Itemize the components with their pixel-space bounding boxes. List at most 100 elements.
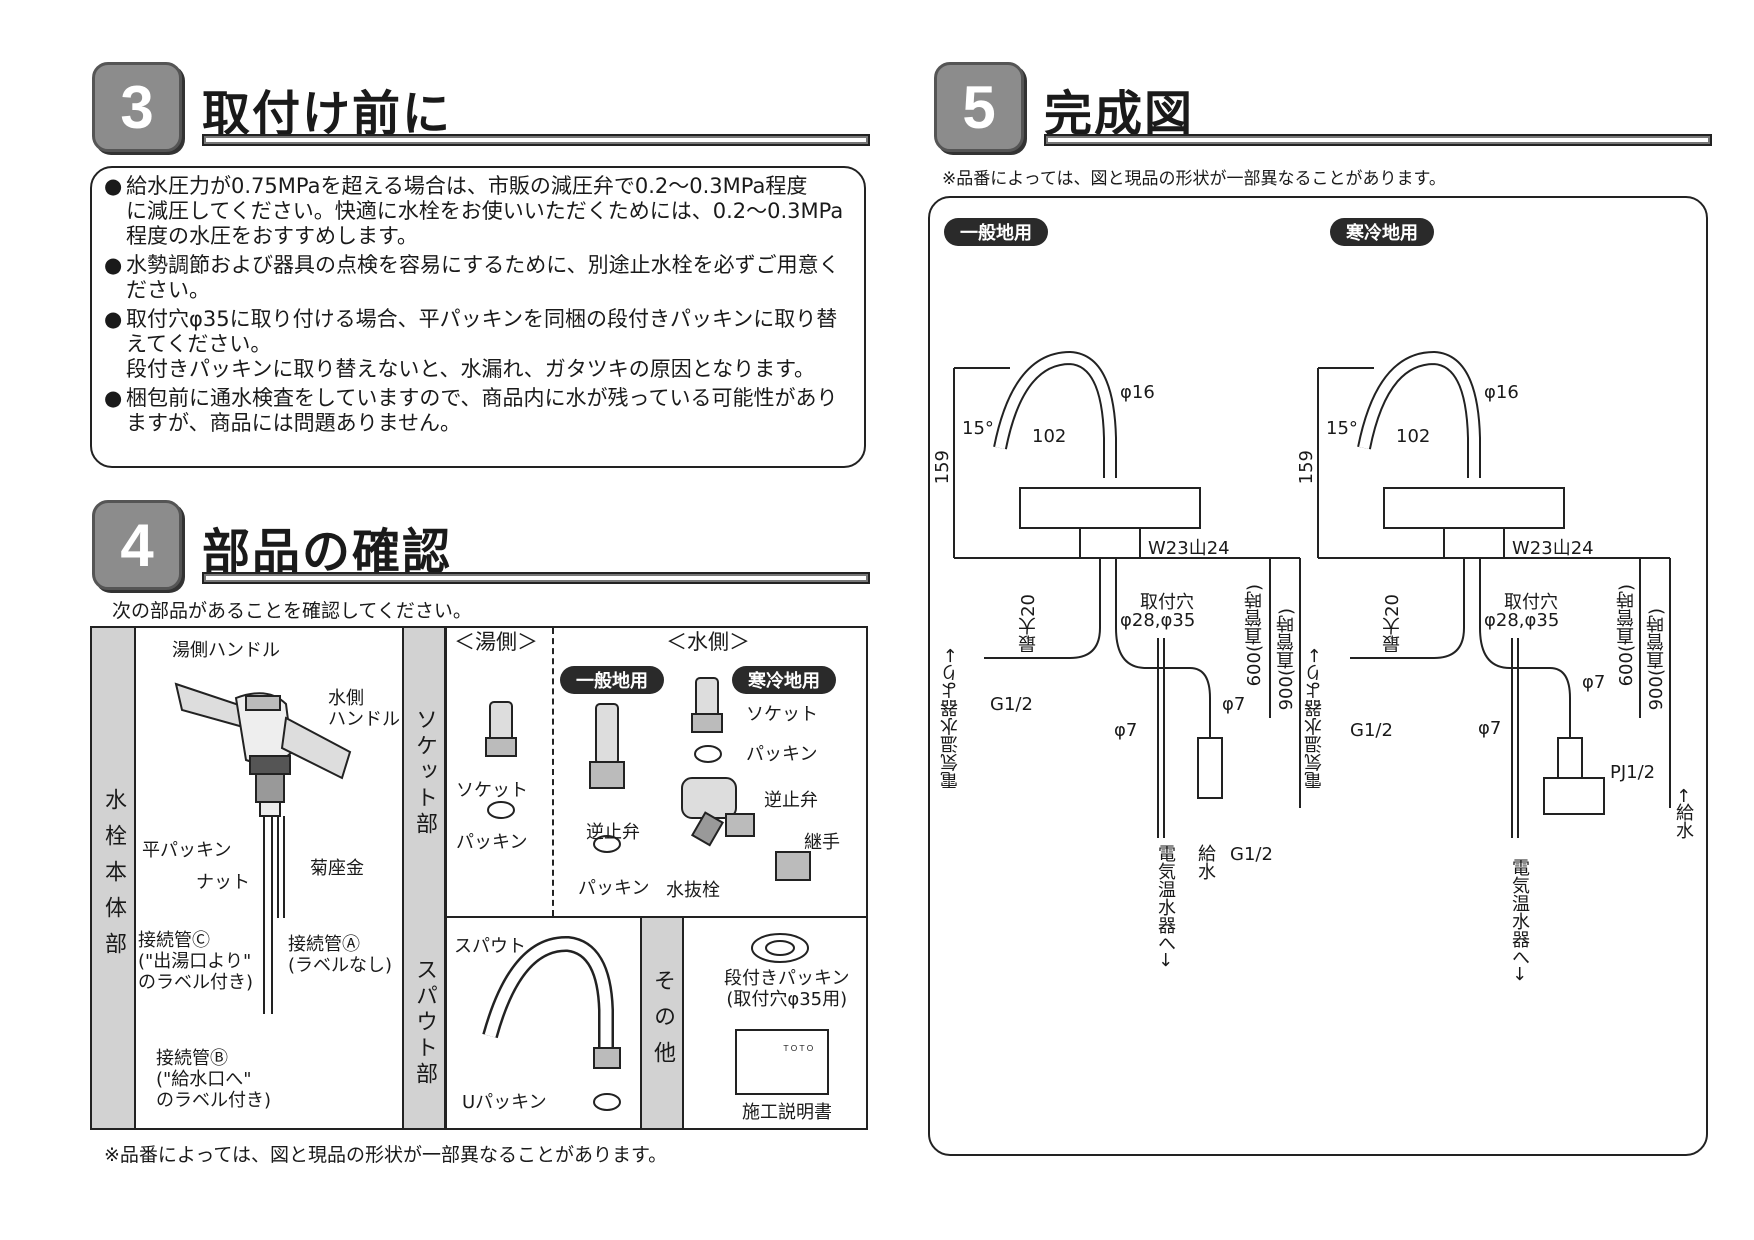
check-valve-label-cold: 逆止弁 bbox=[764, 790, 818, 811]
bullet-icon: ● bbox=[104, 386, 123, 410]
joint-label: 継手 bbox=[804, 832, 840, 853]
socket-column-header: ソケット部 bbox=[402, 628, 446, 918]
phi7-dim-cold-b: φ7 bbox=[1478, 718, 1502, 739]
other-illustrations bbox=[735, 933, 829, 1095]
dashed-divider bbox=[552, 628, 554, 916]
hole-label-cold: 取付穴 bbox=[1504, 592, 1558, 613]
height-159-cold: 159 bbox=[1296, 450, 1317, 485]
pj12-dim-cold: PJ1/2 bbox=[1610, 762, 1656, 783]
max20-general: 最大20 bbox=[1018, 594, 1039, 653]
socket-illustrations bbox=[485, 677, 811, 881]
hole-label-general: 取付穴 bbox=[1140, 592, 1194, 613]
g12-dim-general-right: G1/2 bbox=[1230, 844, 1273, 865]
note-text: 水勢調節および器具の点検を容易にするために、別途止水栓を必ずご用意く ださい。 bbox=[126, 253, 840, 302]
nut-label: ナット bbox=[196, 872, 250, 893]
section-5-note: ※品番によっては、図と現品の形状が一部異なることがあります。 bbox=[942, 169, 1446, 189]
water-handle-label: 水側 ハンドル bbox=[328, 688, 400, 730]
hot-socket-label: ソケット bbox=[456, 780, 528, 801]
stepped-packing-label: 段付きパッキン (取付穴φ35用) bbox=[724, 968, 850, 1010]
section-3-title: 取付け前に bbox=[202, 86, 453, 142]
supply-general: 給水 bbox=[1195, 844, 1216, 880]
bullet-icon: ● bbox=[104, 307, 123, 331]
section-5-title: 完成図 bbox=[1044, 86, 1195, 142]
pipe-a-label: 接続管Ⓐ (ラベルなし) bbox=[288, 934, 393, 976]
pill-cold-diagram: 寒冷地用 bbox=[1330, 218, 1434, 246]
parts-intro: 次の部品があることを確認してください。 bbox=[112, 600, 472, 622]
manual-cover-text: ＴＯＴＯ bbox=[782, 1044, 814, 1053]
length-102-general: 102 bbox=[1032, 426, 1067, 447]
col-divider bbox=[445, 628, 447, 1128]
check-valve-label-general: 逆止弁 bbox=[586, 822, 640, 843]
supply-cold: ←給水 bbox=[1673, 788, 1694, 840]
pill-general: 一般地用 bbox=[560, 666, 664, 694]
phi16-dim-general: φ16 bbox=[1120, 382, 1155, 403]
spout-header-text: スパウト部 bbox=[412, 958, 437, 1088]
pipe-c-label: 接続管Ⓒ ("出湯口より" のラベル付き) bbox=[138, 930, 254, 993]
section-5-rule bbox=[1044, 134, 1712, 146]
thread-dim-cold: W23山24 bbox=[1512, 538, 1594, 559]
completion-drawing bbox=[953, 350, 1671, 838]
phi7-dim-general-b: φ7 bbox=[1114, 720, 1138, 741]
section-3-rule bbox=[202, 134, 870, 146]
angle-dim-cold: 15° bbox=[1326, 418, 1358, 439]
length-600-general: 600(直管時) bbox=[1244, 584, 1265, 687]
length-600-cold: 600(直管時) bbox=[1616, 584, 1637, 687]
section-4-title: 部品の確認 bbox=[202, 524, 453, 580]
hole-size-cold: φ28,φ35 bbox=[1484, 610, 1560, 631]
phi7-dim-general-a: φ7 bbox=[1222, 694, 1246, 715]
spout-column-header: スパウト部 bbox=[402, 918, 446, 1128]
bullet-icon: ● bbox=[104, 253, 123, 277]
completion-diagram-box: 一般地用 寒冷地用 bbox=[928, 196, 1708, 1156]
other-column-header: その他 bbox=[640, 918, 684, 1128]
note-text: 取付穴φ35に取り付ける場合、平パッキンを同梱の段付きパッキンに取り替 えてくだ… bbox=[126, 307, 838, 381]
to-heater-cold: 電気温水器へ→ bbox=[1509, 858, 1530, 982]
row-divider bbox=[446, 916, 868, 918]
faucet-body-illustration bbox=[174, 682, 352, 1014]
note-item: ●水勢調節および器具の点検を容易にするために、別途止水栓を必ずご用意く ださい。 bbox=[104, 253, 854, 303]
section-4-footnote: ※品番によっては、図と現品の形状が一部異なることがあります。 bbox=[104, 1144, 668, 1166]
angle-dim-general: 15° bbox=[962, 418, 994, 439]
note-item: ●給水圧力が0.75MPaを超える場合は、市販の減圧弁で0.2〜0.3MPa程度… bbox=[104, 174, 854, 249]
bullet-icon: ● bbox=[104, 174, 123, 198]
body-header-text: 水栓本体部 bbox=[101, 788, 126, 968]
spout-label: スパウト bbox=[454, 936, 526, 957]
washer-label: 菊座金 bbox=[310, 858, 364, 879]
notes-box: ●給水圧力が0.75MPaを超える場合は、市販の減圧弁で0.2〜0.3MPa程度… bbox=[90, 166, 866, 468]
hole-size-general: φ28,φ35 bbox=[1120, 610, 1196, 631]
spout-illustration bbox=[482, 936, 621, 1111]
hot-packing-label: パッキン bbox=[456, 832, 528, 853]
height-159-general: 159 bbox=[932, 450, 953, 485]
section-3-number: 3 bbox=[92, 62, 182, 152]
manual-label: 施工説明書 bbox=[742, 1102, 832, 1123]
pill-cold: 寒冷地用 bbox=[732, 666, 836, 694]
phi7-dim-cold-a: φ7 bbox=[1582, 672, 1606, 693]
length-900-general: 900(直管時) bbox=[1276, 608, 1297, 711]
note-text: 梱包前に通水検査をしていますので、商品内に水が残っている可能性があり ますが、商… bbox=[126, 386, 838, 435]
hot-handle-label: 湯側ハンドル bbox=[172, 640, 280, 661]
drain-plug-label: 水抜栓 bbox=[666, 880, 720, 901]
parts-table: 水栓本体部 ソケット部 スパウト部 その他 湯側ハンドル 水側 ハンドル 平パッ… bbox=[90, 626, 868, 1130]
from-heater-cold: 電気温水器より→ bbox=[1304, 648, 1325, 790]
max20-cold: 最大20 bbox=[1382, 594, 1403, 653]
water-side-header: ＜水側＞ bbox=[666, 630, 750, 654]
pill-general-diagram: 一般地用 bbox=[944, 218, 1048, 246]
section-5-number: 5 bbox=[934, 62, 1024, 152]
packing-label-general: パッキン bbox=[578, 878, 650, 899]
from-heater-general: 電気温水器より→ bbox=[940, 648, 961, 790]
to-heater-general: 電気温水器へ→ bbox=[1155, 844, 1176, 968]
note-text: 給水圧力が0.75MPaを超える場合は、市販の減圧弁で0.2〜0.3MPa程度 … bbox=[126, 174, 844, 248]
other-header-text: その他 bbox=[650, 969, 675, 1077]
pipe-b-label: 接続管Ⓑ ("給水口へ" のラベル付き) bbox=[156, 1048, 272, 1111]
section-4-number: 4 bbox=[92, 500, 182, 590]
section-4-rule bbox=[202, 572, 870, 584]
phi16-dim-cold: φ16 bbox=[1484, 382, 1519, 403]
socket-header-text: ソケット部 bbox=[412, 708, 437, 838]
packing-label-cold: パッキン bbox=[746, 744, 818, 765]
g12-dim-cold: G1/2 bbox=[1350, 720, 1393, 741]
thread-dim-general: W23山24 bbox=[1148, 538, 1230, 559]
u-packing-label: Uパッキン bbox=[462, 1092, 547, 1113]
note-item: ●取付穴φ35に取り付ける場合、平パッキンを同梱の段付きパッキンに取り替 えてく… bbox=[104, 307, 854, 382]
hot-side-header: ＜湯側＞ bbox=[454, 630, 538, 654]
flat-packing-label: 平パッキン bbox=[142, 840, 232, 861]
socket-label-cold: ソケット bbox=[746, 704, 818, 725]
